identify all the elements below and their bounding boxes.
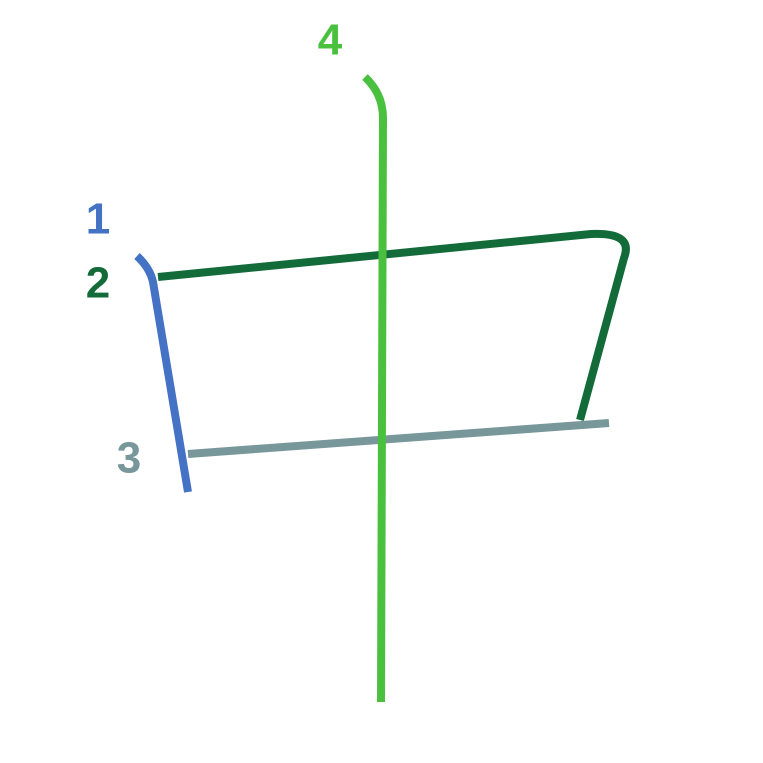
- stroke-2-label: 2: [86, 259, 110, 308]
- stroke-2-path: [157, 229, 630, 422]
- stroke-4-path: [362, 74, 387, 703]
- stroke-1-label: 1: [86, 195, 110, 244]
- stroke-4-label: 4: [318, 16, 343, 65]
- stroke-1-path: [134, 253, 192, 493]
- stroke-3-label: 3: [117, 434, 141, 483]
- stroke-3-path: [187, 419, 610, 458]
